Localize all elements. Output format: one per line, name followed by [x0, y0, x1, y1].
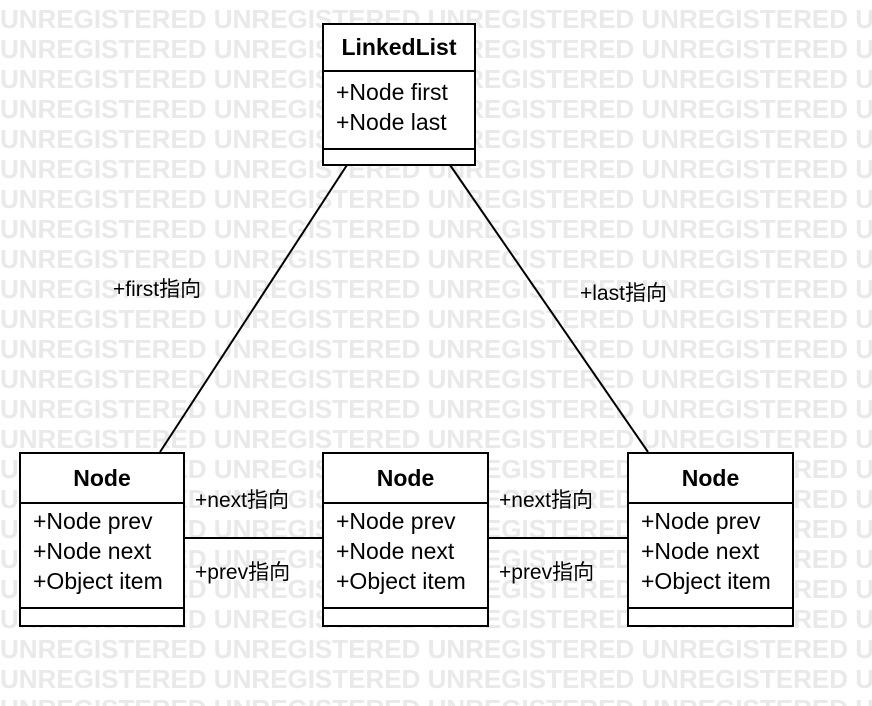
attribute-item: +Object item [33, 568, 163, 594]
edge-first-line [159, 164, 348, 453]
node-class-middle[interactable]: Node +Node prev +Node next +Object item [322, 452, 489, 627]
edge-label-prev-1: +prev指向 [195, 561, 291, 584]
class-attributes: +Node first +Node last [324, 72, 474, 150]
linkedlist-class[interactable]: LinkedList +Node first +Node last [322, 23, 476, 166]
edge-label-next-1: +next指向 [195, 489, 289, 512]
class-title: Node [324, 454, 487, 504]
attribute-item: +Object item [336, 568, 466, 594]
attribute-next: +Node next [336, 538, 455, 564]
attribute-next: +Node next [641, 538, 760, 564]
edge-label-next-2: +next指向 [499, 489, 593, 512]
class-title: Node [629, 454, 792, 504]
attribute-item: +Object item [641, 568, 771, 594]
attribute-prev: +Node prev [336, 508, 456, 534]
edge-label-first: +first指向 [113, 278, 202, 301]
attribute-next: +Node next [33, 538, 152, 564]
node-class-right[interactable]: Node +Node prev +Node next +Object item [627, 452, 794, 627]
class-attributes: +Node prev +Node next +Object item [324, 504, 487, 609]
attribute-first: +Node first [336, 79, 448, 105]
edge-last-line [449, 164, 649, 453]
attribute-prev: +Node prev [641, 508, 761, 534]
class-attributes: +Node prev +Node next +Object item [629, 504, 792, 609]
edge-label-prev-2: +prev指向 [499, 561, 595, 584]
class-title: LinkedList [324, 25, 474, 72]
class-attributes: +Node prev +Node next +Object item [21, 504, 183, 609]
attribute-last: +Node last [336, 109, 447, 135]
node-class-left[interactable]: Node +Node prev +Node next +Object item [19, 452, 185, 627]
attribute-prev: +Node prev [33, 508, 153, 534]
class-title: Node [21, 454, 183, 504]
edge-label-last: +last指向 [580, 282, 667, 305]
